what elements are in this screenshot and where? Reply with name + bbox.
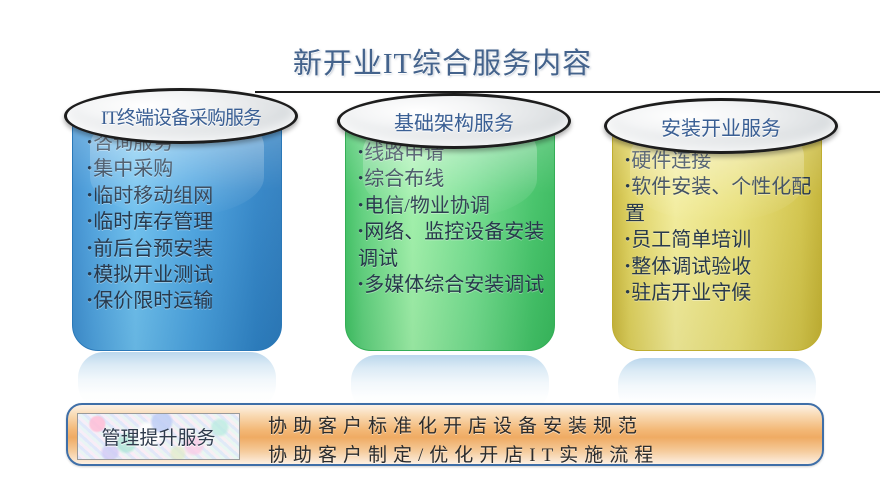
list-item-label: 驻店开业守候 xyxy=(631,281,752,304)
bullet-icon: • xyxy=(87,161,93,178)
bottom-bar-line-1: 协助客户标准化开店设备安装规范 xyxy=(268,416,644,437)
list-item-label: 模拟开业测试 xyxy=(93,263,214,286)
list-item[interactable]: •硬件连接 xyxy=(625,148,815,174)
list-item-label: 临时移动组网 xyxy=(93,184,214,207)
list-item[interactable]: •临时移动组网 xyxy=(87,183,275,209)
list-item-label: 电信/物业协调 xyxy=(364,194,490,217)
bullet-icon: • xyxy=(625,258,631,275)
column-header-label: 安装开业服务 xyxy=(661,117,781,140)
list-item[interactable]: •整体调试验收 xyxy=(625,254,815,280)
bullet-icon: • xyxy=(625,284,631,301)
column-header-ellipse-3[interactable]: 安装开业服务 xyxy=(604,98,838,154)
list-item-label: 整体调试验收 xyxy=(631,255,752,278)
list-item[interactable]: •综合布线 xyxy=(358,166,548,192)
list-item-label: 硬件连接 xyxy=(631,150,712,172)
list-item-label: 多媒体综合安装调试 xyxy=(364,273,545,296)
column-body-3[interactable]: •硬件连接 •软件安装、个性化配置 •员工简单培训 •整体调试验收 •驻店开业守… xyxy=(612,113,822,351)
bullet-icon: • xyxy=(358,276,364,293)
bullet-icon: • xyxy=(87,293,93,310)
column-reflection-1 xyxy=(78,352,276,410)
column-header-ellipse-1[interactable]: IT终端设备采购服务 xyxy=(64,88,298,144)
column-header-label: 基础架构服务 xyxy=(394,112,514,135)
bullet-icon: • xyxy=(358,171,364,188)
list-item[interactable]: •保价限时运输 xyxy=(87,288,275,314)
bullet-icon: • xyxy=(625,153,631,169)
bullet-icon: • xyxy=(358,224,364,241)
list-item-label: 软件安装、个性化配置 xyxy=(625,176,812,225)
bullet-icon: • xyxy=(625,179,631,196)
page-title: 新开业IT综合服务内容 xyxy=(292,48,593,80)
bullet-list-2: •线路申请 •综合布线 •电信/物业协调 •网络、监控设备安装调试 •多媒体综合… xyxy=(346,109,554,350)
bullet-icon: • xyxy=(358,145,364,161)
list-item-label: 综合布线 xyxy=(364,168,445,191)
list-item[interactable]: •临时库存管理 xyxy=(87,209,275,235)
list-item[interactable]: •软件安装、个性化配置 xyxy=(625,174,815,227)
management-label: 管理提升服务 xyxy=(101,428,216,449)
list-item-label: 集中采购 xyxy=(93,158,174,181)
column-header-label: IT终端设备采购服务 xyxy=(101,107,262,129)
list-item-label: 临时库存管理 xyxy=(93,211,214,234)
column-header-ellipse-2[interactable]: 基础架构服务 xyxy=(337,93,571,149)
management-upgrade-bar[interactable]: 管理提升服务 协助客户标准化开店设备安装规范 协助客户制定/优化开店IT实施流程 xyxy=(66,403,824,466)
bullet-icon: • xyxy=(358,197,364,214)
list-item[interactable]: •网络、监控设备安装调试 xyxy=(358,219,548,272)
list-item-label: 网络、监控设备安装调试 xyxy=(358,221,545,270)
list-item[interactable]: •集中采购 xyxy=(87,156,275,182)
list-item-label: 保价限时运输 xyxy=(93,290,214,313)
bullet-icon: • xyxy=(87,135,93,151)
header-rule xyxy=(255,91,880,93)
list-item[interactable]: •员工简单培训 xyxy=(625,227,815,253)
bullet-icon: • xyxy=(625,232,631,249)
list-item[interactable]: •多媒体综合安装调试 xyxy=(358,272,548,298)
bottom-bar-text: 协助客户标准化开店设备安装规范 协助客户制定/优化开店IT实施流程 xyxy=(268,412,818,466)
list-item-label: 前后台预安装 xyxy=(93,237,214,260)
bullet-icon: • xyxy=(87,240,93,257)
bottom-bar-line-2: 协助客户制定/优化开店IT实施流程 xyxy=(268,445,660,466)
list-item[interactable]: •电信/物业协调 xyxy=(358,193,548,219)
bullet-icon: • xyxy=(87,214,93,231)
bullet-list-3: •硬件连接 •软件安装、个性化配置 •员工简单培训 •整体调试验收 •驻店开业守… xyxy=(613,114,821,350)
list-item[interactable]: •驻店开业守候 xyxy=(625,280,815,306)
bullet-icon: • xyxy=(87,266,93,283)
list-item-label: 员工简单培训 xyxy=(631,229,752,252)
list-item[interactable]: •模拟开业测试 xyxy=(87,262,275,288)
bullet-icon: • xyxy=(87,187,93,204)
list-item[interactable]: •前后台预安装 xyxy=(87,236,275,262)
management-label-box[interactable]: 管理提升服务 xyxy=(77,413,240,460)
